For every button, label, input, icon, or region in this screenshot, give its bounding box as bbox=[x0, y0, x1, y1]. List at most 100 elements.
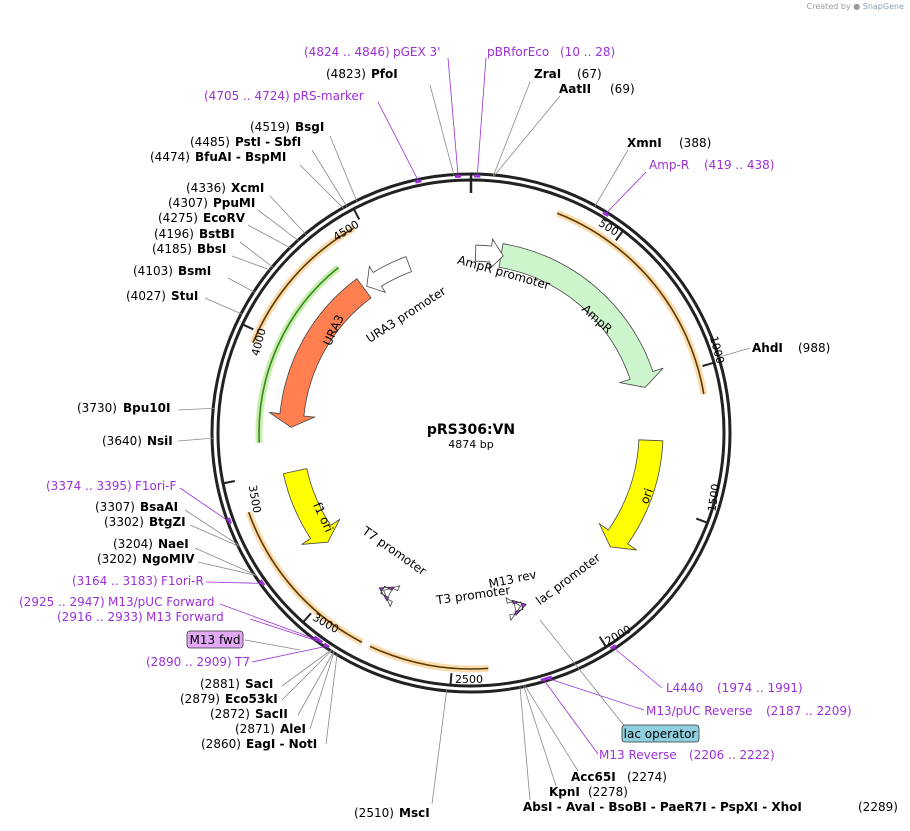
enzyme-sacii-pos: (2872) bbox=[210, 707, 250, 721]
enzyme-msci-name: MscI bbox=[399, 806, 430, 820]
primer-t7-name: T7 bbox=[234, 655, 250, 669]
primer-l4440-name: L4440 bbox=[666, 681, 703, 695]
leader-sacii bbox=[297, 651, 335, 716]
primer-amp-r-name: Amp-R bbox=[649, 158, 689, 172]
enzyme-btgzi-pos: (3302) bbox=[104, 515, 144, 529]
ori-arrow bbox=[598, 439, 664, 551]
enzyme-eco53ki-name: Eco53kI bbox=[225, 692, 278, 706]
leader-amp-r bbox=[605, 171, 647, 214]
leader-bstbi bbox=[239, 241, 274, 268]
enzyme-saci-pos: (2881) bbox=[200, 677, 240, 691]
enzyme-kpni-pos: (2278) bbox=[588, 785, 628, 799]
leader-m13-forward bbox=[249, 618, 320, 642]
enzyme-bpu10i-pos: (3730) bbox=[77, 401, 117, 415]
enzyme-xcmi-pos: (4336) bbox=[186, 181, 226, 195]
tick-1500 bbox=[695, 517, 708, 524]
primer-pbrforeco-name: pBRforEco bbox=[487, 45, 549, 59]
leader-aatii bbox=[493, 95, 561, 177]
enzyme-ppumi-name: PpuMI bbox=[213, 196, 255, 210]
leader-kpni bbox=[523, 685, 557, 787]
leader-btgzi bbox=[189, 524, 240, 547]
m13-fwd-box-label: M13 fwd bbox=[190, 633, 241, 647]
leader-m13puc-fwd bbox=[219, 603, 317, 640]
primer-pbrforeco-range: (10 .. 28) bbox=[560, 45, 615, 59]
enzyme-bpu10i-name: Bpu10I bbox=[123, 401, 170, 415]
primer-mark-10 bbox=[545, 675, 553, 681]
leader-m13puc-rev bbox=[549, 678, 645, 711]
leader-prs-marker bbox=[377, 101, 419, 181]
tick-3000 bbox=[302, 612, 312, 623]
enzyme-bbsi-name: BbsI bbox=[197, 242, 226, 256]
leader-l4440 bbox=[613, 647, 663, 689]
snapgene-logo-icon: ● bbox=[853, 2, 861, 11]
enzyme-naei-pos: (3204) bbox=[113, 537, 153, 551]
enzyme-kpni-name: KpnI bbox=[549, 785, 580, 799]
tick-1000 bbox=[702, 361, 715, 367]
leader-acc65i bbox=[524, 685, 579, 772]
primer-mark-2 bbox=[415, 179, 422, 184]
primer-mark-7 bbox=[316, 637, 324, 644]
lac-operator-box bbox=[621, 724, 700, 743]
tick-label-2500: 2500 bbox=[455, 673, 483, 686]
leader-xcmi bbox=[269, 195, 307, 235]
orange-arc-left bbox=[247, 511, 363, 643]
enzyme-stui-name: StuI bbox=[171, 289, 198, 303]
enzyme-nsii-pos: (3640) bbox=[102, 434, 142, 448]
enzyme-xcmi-name: XcmI bbox=[231, 181, 264, 195]
tick-4500 bbox=[352, 208, 361, 220]
leader-bsgi bbox=[329, 135, 358, 202]
enzyme-alei-pos: (2871) bbox=[235, 722, 275, 736]
plasmid-name: pRS306:VN bbox=[427, 422, 515, 438]
orange-arc-right bbox=[556, 212, 705, 395]
leader-f1ori-r bbox=[205, 581, 262, 584]
tick-marks bbox=[222, 173, 715, 686]
leader-bpu10i bbox=[177, 407, 215, 411]
enzyme-bfuai-name: BfuAI - BspMI bbox=[195, 150, 286, 164]
primer-f1ori-r-name: F1ori-R bbox=[161, 574, 204, 588]
primer-pgex3-name: pGEX 3' bbox=[393, 45, 440, 59]
leader-ppumi bbox=[257, 209, 300, 242]
tick-label-4500: 4500 bbox=[331, 218, 362, 244]
feature-label-ura3-promoter: URA3 promoter bbox=[364, 284, 449, 346]
ura3-promoter-arrow bbox=[366, 256, 413, 294]
feature-arrows bbox=[245, 210, 708, 673]
leader-stui bbox=[204, 297, 243, 315]
t7-marker bbox=[378, 585, 395, 602]
feature-label-t3-promoter: T3 promoter bbox=[434, 583, 511, 607]
primer-m13puc-rev-range: (2187 .. 2209) bbox=[766, 704, 852, 718]
tick-label-2000: 2000 bbox=[603, 623, 634, 648]
enzyme-sacii-name: SacII bbox=[255, 707, 288, 721]
tick-2500 bbox=[449, 673, 453, 686]
green-arc bbox=[258, 266, 339, 443]
leader-f1ori-f bbox=[179, 487, 229, 522]
tick-3500 bbox=[222, 480, 236, 485]
plasmid-length: 4874 bp bbox=[448, 438, 493, 451]
leader-naei bbox=[194, 547, 256, 576]
enzyme-acc65i-pos: (2274) bbox=[627, 770, 667, 784]
snapgene-credit: Created by ● SnapGene bbox=[807, 2, 904, 11]
enzyme-bsaai-pos: (3307) bbox=[95, 500, 135, 514]
enzyme-bsmi-name: BsmI bbox=[178, 264, 211, 278]
primer-mark-11 bbox=[540, 677, 548, 682]
leader-t7 bbox=[251, 646, 327, 663]
f1-ori-arrow bbox=[282, 468, 341, 545]
leader-bfuai bbox=[299, 164, 345, 209]
primer-prs-marker-name: pRS-marker bbox=[293, 89, 364, 103]
enzyme-eagi-pos: (2860) bbox=[201, 737, 241, 751]
primer-f1ori-r-range: (3164 .. 3183) bbox=[72, 574, 158, 588]
leader-alei bbox=[309, 651, 335, 730]
tick-label-3500: 3500 bbox=[246, 484, 264, 514]
credit-brand: SnapGene bbox=[862, 2, 904, 11]
primer-pgex3-range: (4824 .. 4846) bbox=[304, 45, 390, 59]
primer-mark-8 bbox=[323, 642, 330, 649]
primer-f1ori-f-name: F1ori-F bbox=[135, 479, 176, 493]
leader-eco53ki bbox=[281, 649, 333, 701]
enzyme-ahdi-name: AhdI bbox=[752, 341, 783, 355]
enzyme-acc65i-name: Acc65I bbox=[571, 770, 616, 784]
ura3-arrow bbox=[269, 278, 372, 428]
leader-zrai bbox=[492, 81, 531, 177]
enzyme-zrai-pos: (67) bbox=[577, 67, 602, 81]
tick-label-1500: 1500 bbox=[705, 483, 722, 513]
enzyme-xhoi-pos: (2289) bbox=[858, 800, 898, 814]
